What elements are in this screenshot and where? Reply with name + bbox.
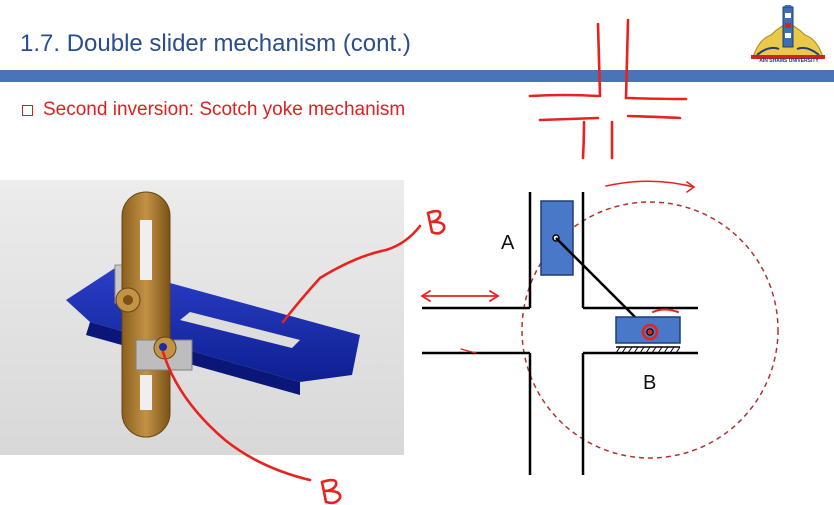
slider-schematic <box>422 192 779 475</box>
slide-title: 1.7. Double slider mechanism (cont.) <box>20 30 411 57</box>
sketch-cross-bottom-right <box>626 114 682 120</box>
title-bar <box>0 70 834 82</box>
sketch-cross-left-vertical <box>596 22 602 98</box>
university-logo <box>751 5 825 59</box>
scotch-yoke-photo <box>0 180 404 455</box>
logo-caption: AIN SHAMS UNIVERSITY <box>759 58 819 64</box>
sketch-cross-lower-left-vertical <box>581 120 586 160</box>
sketch-cross-bottom-left <box>538 116 600 122</box>
bullet-square-icon <box>22 104 33 116</box>
sketch-cross-right-vertical <box>624 18 630 100</box>
bullet-item: Second inversion: Scotch yoke mechanism <box>22 99 405 121</box>
crank-path-circle <box>521 201 779 459</box>
sketch-cross-top-right <box>624 96 688 101</box>
slider-b-label: B <box>643 372 657 394</box>
slider-a-block <box>540 200 574 276</box>
sketch-cross-top-left <box>528 93 600 98</box>
handwritten-b-bottom <box>320 478 342 505</box>
slider-a-label: A <box>501 232 515 254</box>
bullet-text: Second inversion: Scotch yoke mechanism <box>43 99 406 120</box>
